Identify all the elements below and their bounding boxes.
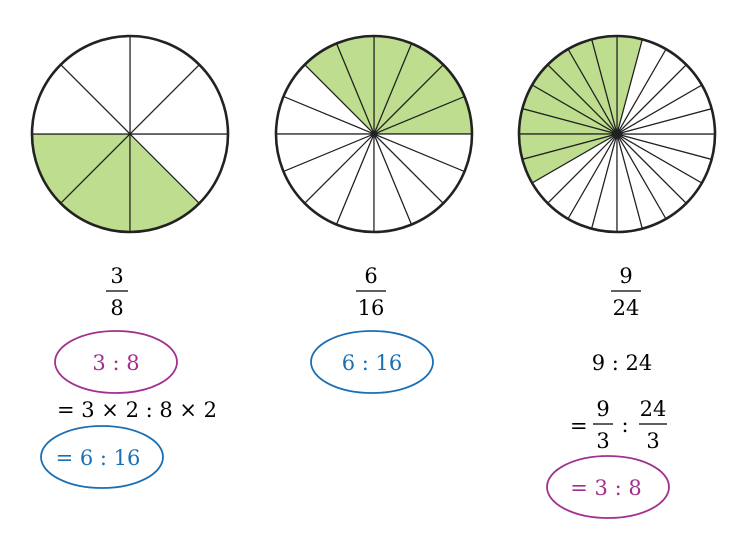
frac2-denominator: 3: [646, 429, 659, 453]
fraction-numerator: 6: [364, 264, 377, 288]
middle-ratio-circled: 6 : 16: [310, 330, 434, 394]
left-step-equation: = 3 × 2 : 8 × 2: [57, 398, 217, 422]
ratio-text: 6 : 16: [342, 351, 403, 375]
fraction-denominator: 24: [613, 296, 640, 320]
pie-outline: [274, 34, 474, 234]
pie-eighths: [30, 34, 230, 234]
purple-ellipse: [54, 330, 178, 394]
result-text: = 3 : 8: [570, 476, 641, 500]
result-text: = 6 : 16: [56, 446, 141, 470]
purple-ellipse: [546, 455, 670, 519]
equals-sign: =: [570, 414, 588, 438]
fraction-denominator: 16: [358, 296, 385, 320]
frac1-numerator: 9: [596, 397, 609, 421]
fraction-numerator: 9: [619, 264, 632, 288]
ratio-text: 3 : 8: [92, 351, 139, 375]
pie-sixteenths: [274, 34, 474, 234]
right-division-step: = 9 3 : 24 3: [570, 397, 667, 453]
colon: :: [621, 413, 628, 437]
blue-ellipse: [310, 330, 434, 394]
left-ratio-circled: 3 : 8: [54, 330, 178, 394]
left-result-circled: = 6 : 16: [40, 425, 164, 489]
blue-ellipse: [40, 425, 164, 489]
pie-outline: [517, 34, 717, 234]
pie-outline: [30, 34, 230, 234]
frac2-numerator: 24: [640, 397, 667, 421]
frac1-denominator: 3: [596, 429, 609, 453]
fraction-3-8: 3 8: [106, 264, 128, 320]
fraction-9-24: 9 24: [611, 264, 641, 320]
fraction-numerator: 3: [110, 264, 123, 288]
right-ratio: 9 : 24: [592, 351, 653, 375]
fraction-denominator: 8: [110, 296, 123, 320]
pie-twentyfourths: [517, 34, 717, 234]
fraction-6-16: 6 16: [356, 264, 386, 320]
right-result-circled: = 3 : 8: [546, 455, 670, 519]
